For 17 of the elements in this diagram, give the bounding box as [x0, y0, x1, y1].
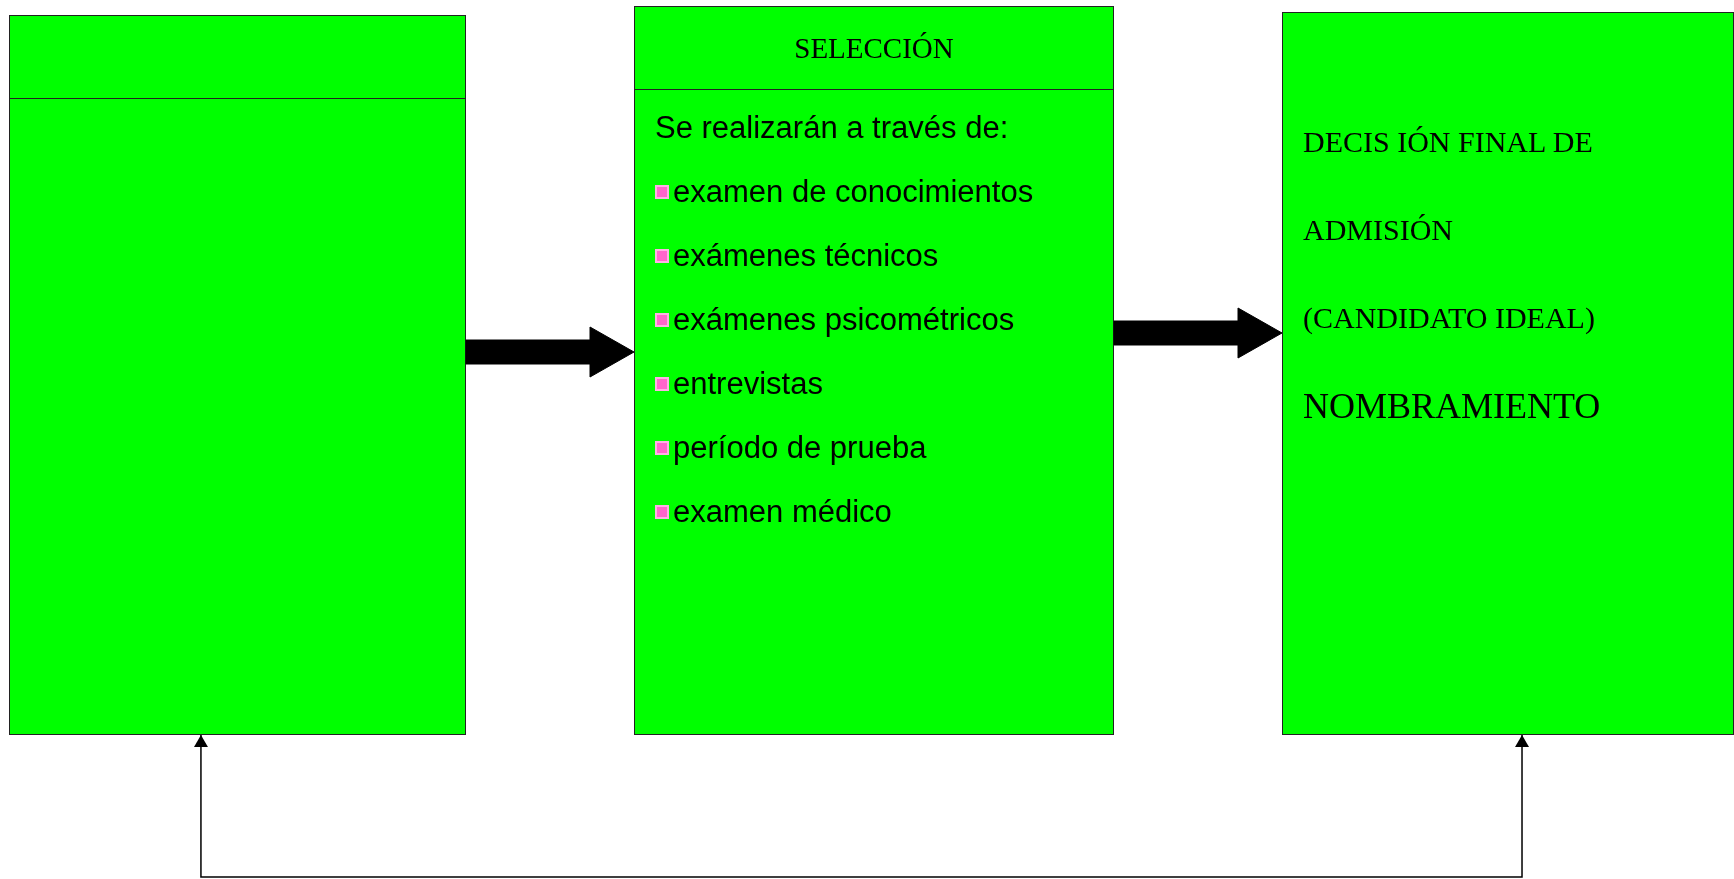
- list-item: exámenes técnicos: [673, 237, 939, 275]
- list-item: examen médico: [673, 493, 892, 531]
- block-arrow: [465, 326, 635, 378]
- box-text: (CANDIDATO IDEAL): [1302, 300, 1596, 336]
- box-text: DECIS IÓN FINAL DE ADMISIÓN: [1302, 124, 1594, 248]
- process-box: [634, 6, 1114, 735]
- process-box: [9, 15, 466, 735]
- block-arrow: [1113, 307, 1283, 359]
- list-item: exámenes psicométricos: [673, 301, 1015, 339]
- list-item: entrevistas: [673, 365, 823, 403]
- intro-text: Se realizarán a través de:: [654, 109, 1010, 147]
- box-text: NOMBRAMIENTO: [1302, 385, 1602, 428]
- process-box: [1282, 12, 1734, 735]
- list-item: examen de conocimientos: [673, 173, 1034, 211]
- list-item: período de prueba: [673, 429, 927, 467]
- box-title: SELECCIÓN: [794, 31, 954, 65]
- arrow: [193, 734, 1529, 878]
